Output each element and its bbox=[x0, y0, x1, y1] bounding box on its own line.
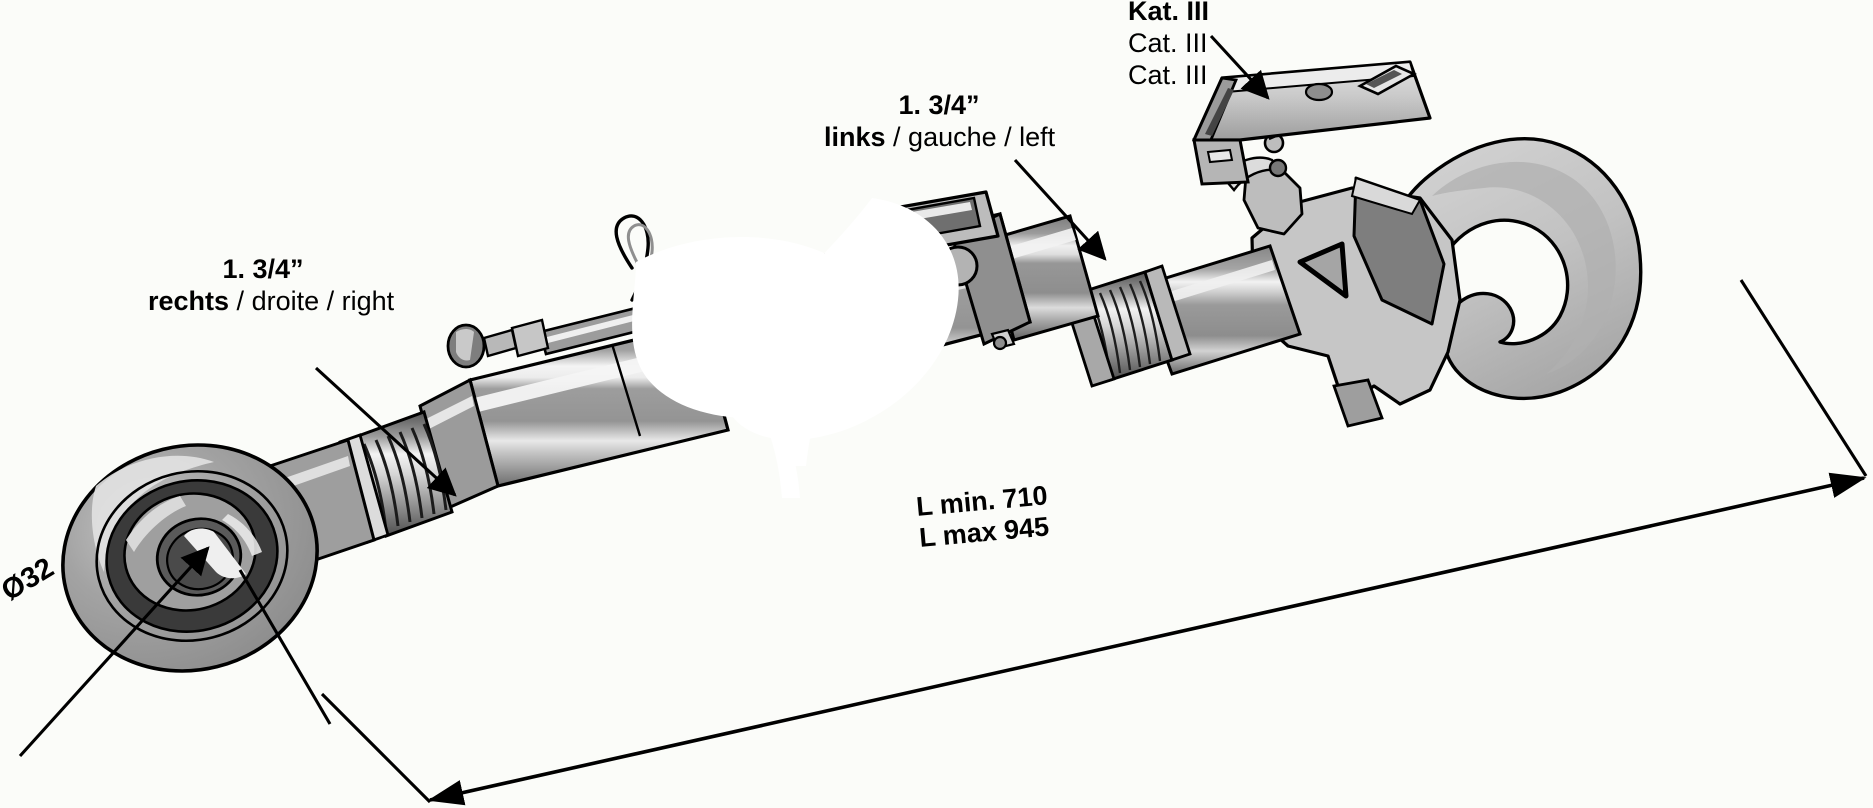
eye-bore-highlight bbox=[184, 528, 246, 579]
hook-latch-pivot bbox=[1268, 158, 1288, 178]
leader-lines bbox=[18, 34, 1868, 804]
hook-head-group bbox=[1191, 60, 1643, 428]
leader-diameter bbox=[18, 546, 210, 758]
hook-plate-keyhole-inner bbox=[1366, 70, 1402, 88]
eye-inner-specular-1 bbox=[126, 496, 186, 552]
release-pin-shoulder bbox=[482, 328, 518, 358]
dim-extension-right bbox=[1739, 279, 1868, 477]
hook-tail bbox=[1332, 378, 1384, 428]
thread-left-sep1: / bbox=[885, 121, 909, 152]
ball-joint-eye-group bbox=[61, 438, 376, 673]
thread-left-de: links bbox=[824, 121, 886, 152]
hook-shading bbox=[1432, 161, 1616, 374]
eye-inner-specular-2 bbox=[222, 514, 262, 556]
thread-right-fr: droite bbox=[251, 285, 320, 316]
callout-category: Kat. III Cat. III Cat. III bbox=[1128, 0, 1209, 92]
release-pin-rod-hl bbox=[543, 314, 638, 344]
left-hand-thread-helix bbox=[1088, 280, 1162, 377]
hook-wedge-face bbox=[1350, 176, 1422, 216]
callout-thread-left: 1. 3/4” links / gauche / left bbox=[824, 90, 1056, 154]
hook-plate-inner-shadow bbox=[1205, 88, 1234, 136]
leader-eye-2 bbox=[238, 569, 332, 725]
category-de: Kat. III bbox=[1128, 0, 1210, 26]
release-pin-assembly bbox=[446, 214, 725, 406]
thread-left-size: 1. 3/4” bbox=[898, 90, 980, 120]
hook-plate-slot bbox=[1206, 148, 1234, 164]
leaf-watermark-icon bbox=[632, 198, 959, 498]
category-en: Cat. III bbox=[1128, 59, 1208, 90]
category-fr: Cat. III bbox=[1128, 27, 1208, 58]
thread-left-en: left bbox=[1019, 121, 1056, 152]
thread-left-langs: links / gauche / left bbox=[824, 121, 1056, 154]
callout-thread-right: 1. 3/4” rechts / droite / right bbox=[148, 254, 394, 318]
release-pin-knob-hl bbox=[456, 329, 474, 361]
thread-left-fr: gauche bbox=[908, 121, 997, 152]
left-hand-thread-collar bbox=[1143, 264, 1192, 362]
thread-right-sep1: / bbox=[229, 285, 252, 316]
leader-kat bbox=[1209, 34, 1270, 100]
eye-outer-rim-highlight bbox=[91, 455, 214, 572]
thread-right-size: 1. 3/4” bbox=[222, 254, 304, 284]
thread-right-sep2: / bbox=[319, 285, 342, 316]
thread-right-langs: rechts / droite / right bbox=[148, 285, 394, 318]
leader-links bbox=[1013, 158, 1107, 261]
hook-triangle-cutout bbox=[1297, 241, 1349, 299]
left-collar-taper-hl bbox=[424, 396, 474, 430]
dim-extension-left bbox=[320, 692, 432, 804]
release-pin-collar bbox=[510, 318, 550, 358]
hook-plate-boss bbox=[1304, 82, 1334, 102]
eye-ring-1 bbox=[95, 469, 289, 643]
body-grease-fitting bbox=[990, 328, 1016, 351]
thread-right-en: right bbox=[341, 285, 395, 316]
thread-right-de: rechts bbox=[148, 285, 230, 316]
overall-dimension-line bbox=[427, 472, 1867, 806]
right-tube-highlight bbox=[1143, 260, 1275, 310]
left-tube-seam bbox=[610, 343, 642, 437]
thread-left-sep2: / bbox=[996, 121, 1020, 152]
